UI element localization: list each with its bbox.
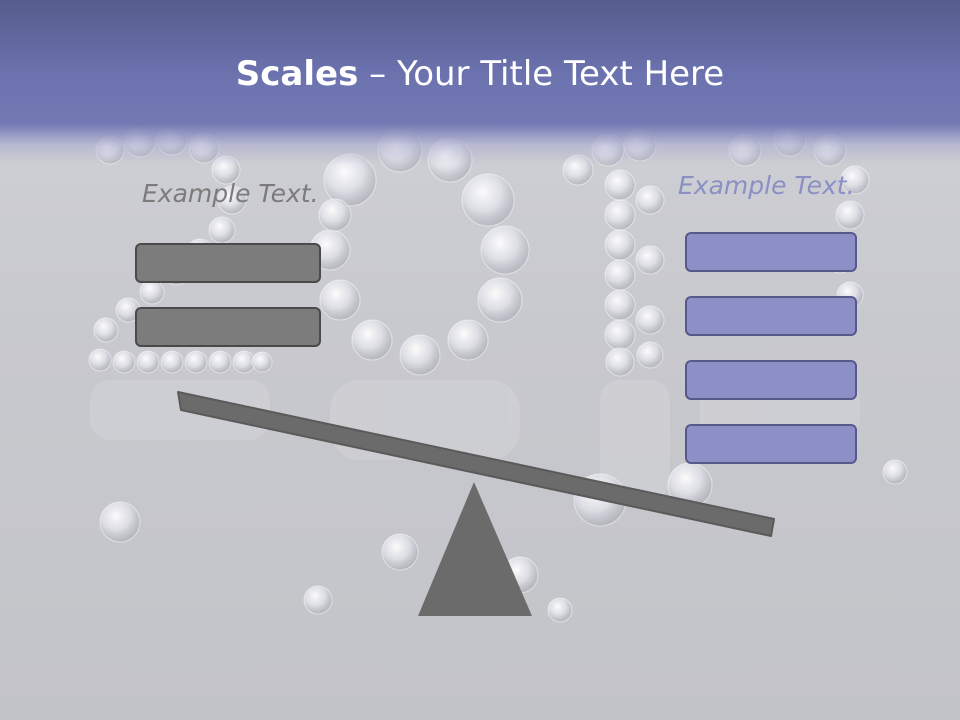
right-box-2[interactable] [685, 296, 857, 336]
right-example-text[interactable]: Example Text. [678, 171, 855, 200]
slide-title: Scales – Your Title Text Here [0, 52, 960, 96]
title-bar [0, 0, 960, 165]
left-example-text[interactable]: Example Text. [142, 179, 319, 208]
seesaw-fulcrum [418, 482, 532, 616]
right-box-4[interactable] [685, 424, 857, 464]
title-rest: – Your Title Text Here [358, 54, 725, 94]
right-box-1[interactable] [685, 232, 857, 272]
right-box-3[interactable] [685, 360, 857, 400]
left-box-1[interactable] [135, 243, 321, 283]
seesaw-beam [177, 391, 775, 537]
title-bold: Scales [235, 54, 359, 94]
left-box-2[interactable] [135, 307, 321, 347]
